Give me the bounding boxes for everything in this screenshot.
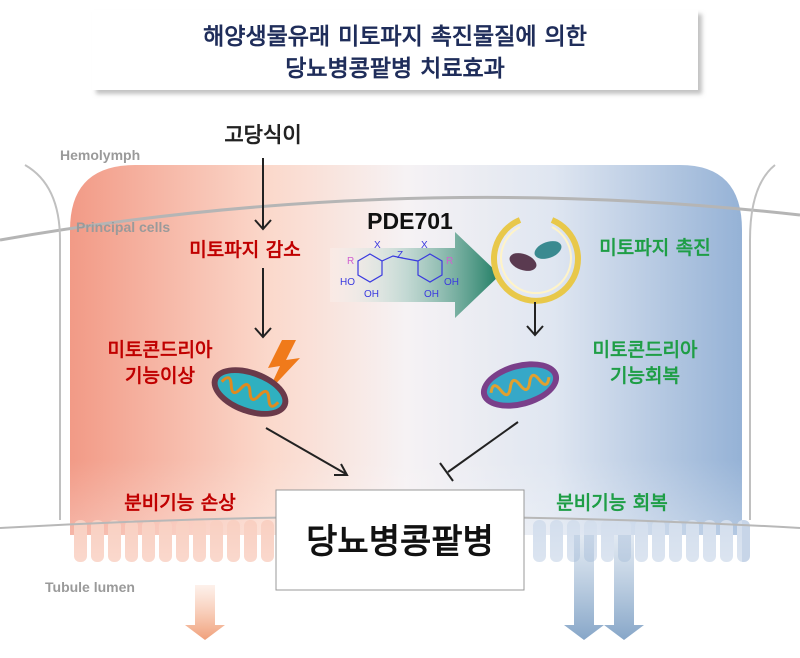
secretion-arrow-right-2-icon: [604, 535, 644, 640]
compound-name: PDE701: [367, 208, 453, 234]
chem-r-right: R: [446, 256, 453, 267]
title-line-1: 해양생물유래 미토파지 촉진물질에 의한: [203, 24, 587, 50]
principal-cells-label: Principal cells: [76, 219, 170, 235]
high-sugar-diet-label: 고당식이: [224, 123, 301, 147]
chem-oh-right: OH: [444, 277, 459, 288]
chem-oh-left: OH: [364, 289, 379, 300]
damaged-mitochondria-icon: [211, 367, 289, 417]
chem-z: Z: [397, 250, 403, 261]
autophagosome-icon: [491, 217, 581, 304]
chem-x-right: X: [421, 240, 428, 251]
arrow-down-icon: [254, 158, 272, 231]
outcome-box: [275, 489, 525, 591]
hemolymph-label: Hemolymph: [60, 147, 140, 163]
mito-recovery-line-2: 기능회복: [610, 365, 680, 387]
title-box: 해양생물유래 미토파지 촉진물질에 의한 당뇨병콩팥병 치료효과: [92, 10, 698, 90]
arrow-down-icon: [526, 302, 544, 337]
outcome-label: 당뇨병콩팥병: [306, 522, 494, 562]
cell-boundary-right: [749, 164, 776, 520]
mito-dysfunction-line-1: 미토콘드리아: [108, 339, 213, 361]
mito-recovery-line-1: 미토콘드리아: [593, 339, 698, 361]
mito-dysfunction-line-2: 기능이상: [125, 365, 195, 387]
arrow-down-icon: [254, 268, 272, 339]
promotion-arrow-icon: [330, 232, 500, 318]
chem-ho-left: HO: [340, 277, 355, 288]
secretion-damage-label: 분비기능 손상: [124, 492, 236, 514]
secretion-arrow-right-1-icon: [564, 535, 604, 640]
arrow-to-outcome-icon: [265, 427, 349, 476]
mitophagy-decrease-label: 미토파지 감소: [189, 239, 301, 261]
apical-membrane-line: [0, 195, 800, 242]
chem-x-left: X: [374, 240, 381, 251]
healthy-mitochondria-icon: [480, 361, 560, 409]
tubule-lumen-label: Tubule lumen: [45, 579, 135, 595]
chem-r-left: R: [347, 256, 354, 267]
mitophagy-promotion-label: 미토파지 촉진: [599, 237, 711, 259]
title-line-2: 당뇨병콩팥병 치료효과: [285, 56, 505, 82]
chem-oh-right-bottom: OH: [424, 289, 439, 300]
chemical-structure: X X Z R R HO OH OH OH: [340, 240, 459, 300]
secretion-recovery-label: 분비기능 회복: [556, 492, 668, 514]
cell-boundary-left: [24, 164, 61, 520]
lightning-icon: [268, 340, 300, 392]
inhibition-line-icon: [439, 421, 519, 482]
secretion-arrow-left-icon: [185, 585, 225, 640]
